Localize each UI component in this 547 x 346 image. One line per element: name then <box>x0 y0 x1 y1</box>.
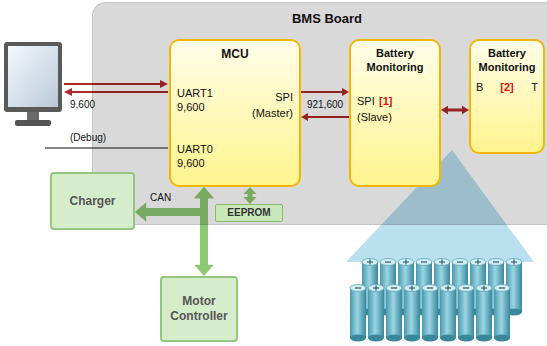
block-title: Battery Monitoring <box>473 47 541 75</box>
device-box: Motor Controller <box>160 276 238 342</box>
monitor-base <box>15 120 51 126</box>
port-role: (Slave) <box>357 111 392 124</box>
port-name: UART0 <box>177 143 213 156</box>
battery-cell <box>458 285 474 342</box>
battery-cell <box>440 285 456 342</box>
port-role: (Master) <box>252 107 293 120</box>
battery-cell <box>368 285 384 342</box>
battery-cell <box>404 285 420 342</box>
device-label: Charger <box>69 194 115 209</box>
mcu-block: MCUUART19,600SPI(Master)UART09,600 <box>169 39 301 187</box>
battery-cell <box>476 285 492 342</box>
monitor-chip: Battery MonitoringB[2]T <box>469 39 545 154</box>
circuit-board: BMS BoardMCUUART19,600SPI(Master)UART09,… <box>92 2 547 225</box>
device-label: Motor Controller <box>166 294 232 324</box>
baud-rate: 9,600 <box>177 101 205 114</box>
board-title: BMS Board <box>97 11 547 27</box>
baud-rate: 921,600 <box>307 99 343 111</box>
callout-number: [1] <box>379 95 392 108</box>
port-name: SPI <box>357 95 375 108</box>
monitor-frame <box>4 42 62 112</box>
arrow-head <box>194 265 214 276</box>
memory-label: EEPROM <box>227 207 270 219</box>
device-box: Charger <box>50 172 135 230</box>
battery-cell <box>386 285 402 342</box>
bus-name: CAN <box>150 192 171 204</box>
block-title: MCU <box>175 47 295 61</box>
battery-cell <box>422 285 438 342</box>
monitor-neck <box>27 112 39 120</box>
arrow-head <box>64 88 72 96</box>
block-title: Battery Monitoring <box>354 47 436 75</box>
port-name: UART1 <box>177 87 213 100</box>
port-name: SPI <box>275 91 293 104</box>
signal-name: (Debug) <box>70 132 106 144</box>
battery-cell <box>350 285 366 342</box>
pin-name: T <box>531 81 538 94</box>
monitor-screen <box>8 46 58 107</box>
baud-rate: 9,600 <box>177 157 205 170</box>
baud-rate: 9,600 <box>70 99 95 111</box>
memory-box: EEPROM <box>215 204 283 222</box>
battery-cell <box>494 285 510 342</box>
monitor-chip: Battery MonitoringSPI [1] (Slave) <box>349 39 441 187</box>
pin-name: B <box>476 81 483 94</box>
